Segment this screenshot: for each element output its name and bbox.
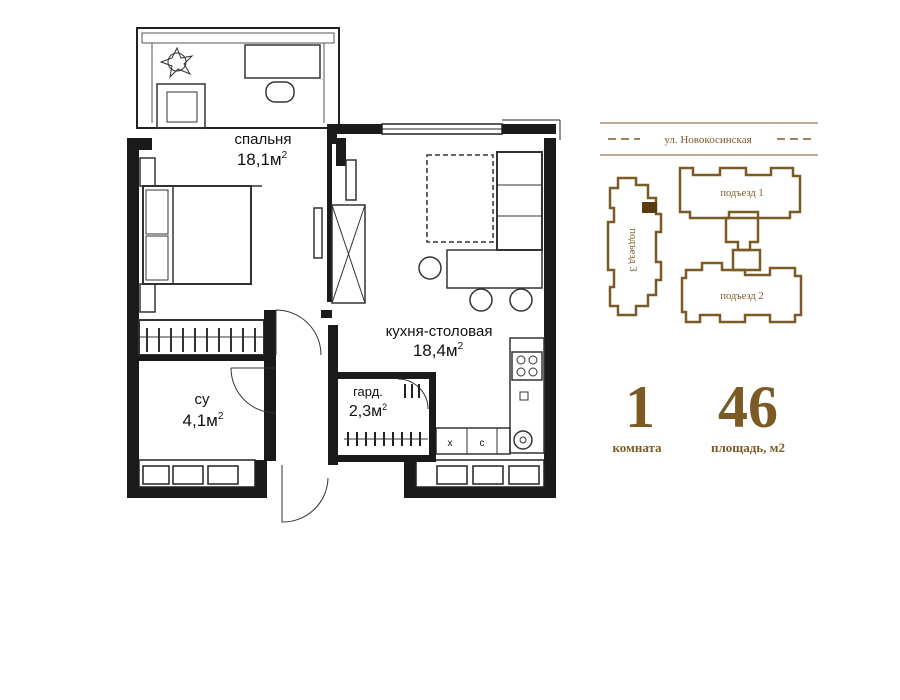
kitchen-area: 18,4м2: [413, 341, 464, 360]
bathroom: [230, 361, 277, 461]
entrance-door: [281, 325, 338, 523]
bedroom-furniture: [138, 157, 323, 356]
tv: [313, 207, 323, 259]
desk: [244, 44, 321, 79]
area-value: 46: [718, 374, 778, 440]
outer-walls: [127, 124, 556, 498]
area-label: площадь, м2: [711, 440, 785, 455]
washer-label: с: [480, 438, 485, 449]
kitchen-window: [381, 119, 561, 140]
kitchen-furniture: [331, 151, 545, 455]
bed: [142, 185, 252, 285]
building-entrance-2: [680, 261, 803, 324]
building-map: ул. Новокосинская подъезд 1 подъезд 2 по…: [600, 122, 818, 324]
armchair: [156, 83, 206, 129]
building-entrance-1: [678, 166, 802, 220]
plant-icon: [159, 46, 194, 79]
hall-cabinet: [331, 204, 366, 304]
bedroom-name: спальня: [235, 131, 292, 148]
sink: [513, 430, 533, 450]
entrance-1-label: подъезд 1: [720, 188, 763, 199]
kitchen-counter: [509, 337, 545, 454]
dining-table: [446, 249, 543, 289]
rooms-count: 1: [625, 374, 655, 440]
summary: 1 комната 46 площадь, м2: [612, 374, 785, 455]
fridge-label: х: [448, 438, 453, 449]
wardrobe-room: [338, 372, 436, 462]
entrance-2-label: подъезд 2: [720, 291, 763, 302]
rooms-label: комната: [612, 440, 662, 455]
cooktop: [511, 351, 543, 381]
entrance-3-label: подъезд 3: [627, 228, 638, 271]
kitchen-name: кухня-столовая: [386, 323, 493, 340]
wardrobe-area: 2,3м2: [349, 402, 387, 420]
bottom-windows-right: [415, 459, 545, 488]
desk-chair: [265, 81, 295, 103]
bedroom-area: 18,1м2: [237, 150, 288, 169]
building-connector: [724, 216, 760, 252]
bathroom-area: 4,1м2: [183, 411, 224, 430]
rug: [426, 154, 494, 243]
bathroom-name: су: [195, 391, 211, 408]
bottom-windows-left: [138, 459, 256, 488]
street-name: ул. Новокосинская: [664, 134, 751, 146]
apartment-marker: [642, 202, 657, 213]
sofa: [496, 151, 543, 251]
balcony: [136, 27, 340, 129]
bedroom-walls: [139, 309, 332, 361]
wardrobe-name: гард.: [353, 384, 383, 399]
